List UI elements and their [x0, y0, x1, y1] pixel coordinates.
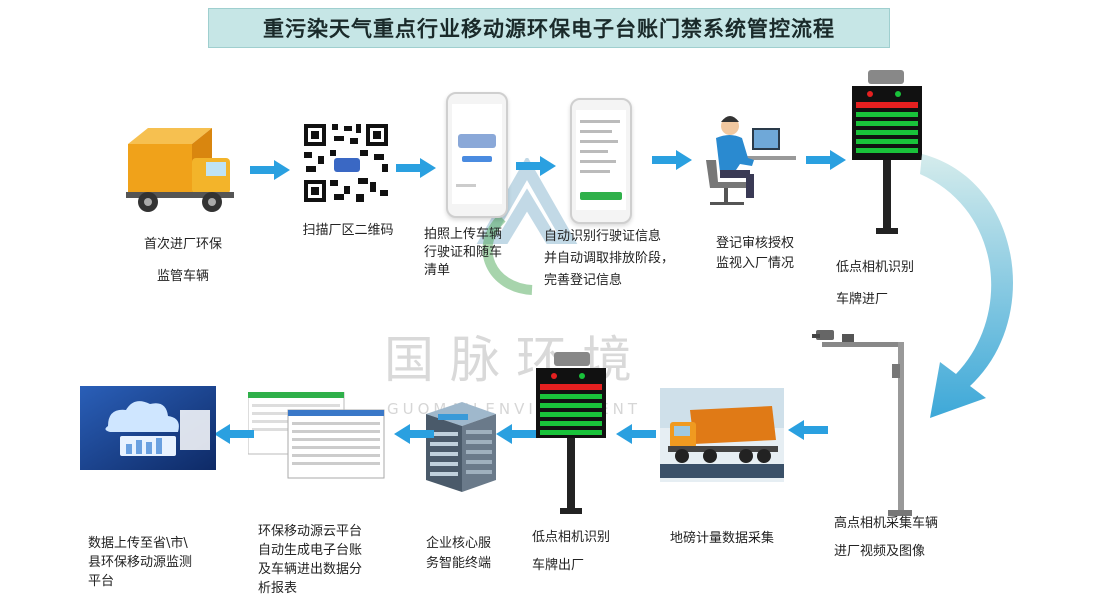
step-3-label: 拍照上传车辆 行驶证和随车 清单	[424, 227, 503, 278]
flow-arrow-left	[496, 424, 536, 444]
step-10-label: 企业核心服 务智能终端	[426, 536, 492, 571]
cloud-monitor-icon	[80, 386, 216, 470]
title-banner: 重污染天气重点行业移动源环保电子台账门禁系统管控流程	[208, 8, 890, 48]
flow-arrow-right	[396, 158, 436, 178]
curved-arrow-down	[920, 154, 1014, 418]
flow-arrow-left	[788, 420, 828, 440]
flow-arrow-right	[516, 156, 556, 176]
step-7-label: 高点相机采集车辆 进厂视频及图像	[834, 516, 939, 559]
dump-truck-icon	[660, 388, 784, 482]
step-1-label: 首次进厂环保 监管车辆	[143, 237, 222, 284]
flow-arrow-right	[652, 150, 692, 170]
step-4-label: 自动识别行驶证信息 并自动调取排放阶段， 完善登记信息	[544, 229, 675, 288]
step-5-label: 登记审核授权 监视入厂情况	[715, 236, 794, 271]
step-12-label: 数据上传至省\市\ 县环保移动源监测 平台	[88, 536, 193, 589]
step-8-label: 地磅计量数据采集	[670, 531, 775, 546]
gate-display-icon	[536, 352, 606, 514]
flow-arrow-left	[394, 424, 434, 444]
step-6-label: 低点相机识别 车牌进厂	[836, 260, 915, 307]
page-title: 重污染天气重点行业移动源环保电子台账门禁系统管控流程	[263, 17, 835, 41]
camera-pole-icon	[812, 330, 912, 516]
operator-icon	[706, 116, 796, 205]
truck-icon	[126, 128, 234, 212]
step-2-label: 扫描厂区二维码	[302, 223, 394, 238]
step-11-label: 环保移动源云平台 自动生成电子台账 及车辆进出数据分 析报表	[258, 524, 363, 596]
flow-arrow-right	[806, 150, 846, 170]
phone-icon	[446, 92, 508, 218]
flow-arrow-left	[214, 424, 254, 444]
phone-icon	[570, 98, 632, 224]
server-icon	[426, 402, 496, 492]
gate-display-icon	[852, 70, 922, 234]
flow-arrow-left	[616, 424, 656, 444]
qr-code-icon	[300, 120, 392, 206]
step-9-label: 低点相机识别 车牌出厂	[532, 530, 611, 573]
report-screen-icon	[248, 392, 385, 479]
flow-arrow-right	[250, 160, 290, 180]
leaf-logo-icon	[476, 158, 578, 295]
